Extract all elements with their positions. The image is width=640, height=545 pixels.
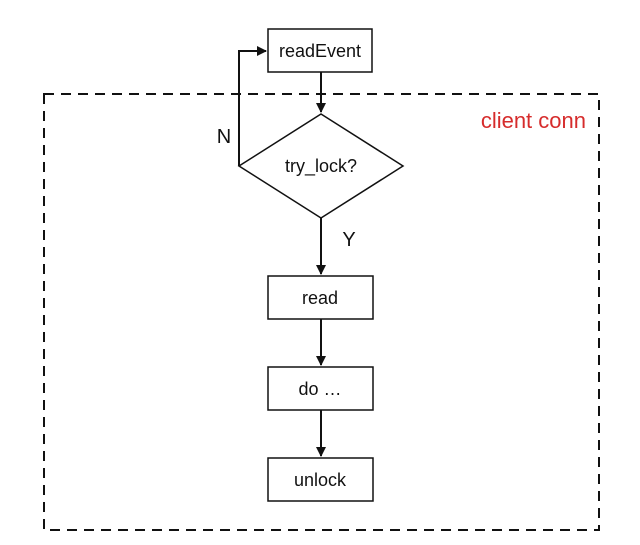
try-lock-node: try_lock?	[237, 113, 405, 219]
do-node: do …	[267, 366, 374, 411]
unlock-box	[267, 457, 374, 502]
read-event-node: readEvent	[267, 28, 373, 73]
do-label: do …	[298, 379, 341, 399]
unlock-label: unlock	[294, 470, 347, 490]
read-event-box	[267, 28, 373, 73]
do-box	[267, 366, 374, 411]
yes-edge-label: Y	[342, 229, 355, 251]
client-conn-label: client conn	[481, 108, 586, 133]
try-lock-label: try_lock?	[285, 156, 357, 177]
read-event-label: readEvent	[279, 41, 361, 61]
unlock-node: unlock	[267, 457, 374, 502]
read-node: read	[267, 275, 374, 320]
arrow-no-loop-back	[238, 46, 267, 166]
read-label: read	[302, 288, 338, 308]
no-edge-label: N	[217, 126, 231, 148]
